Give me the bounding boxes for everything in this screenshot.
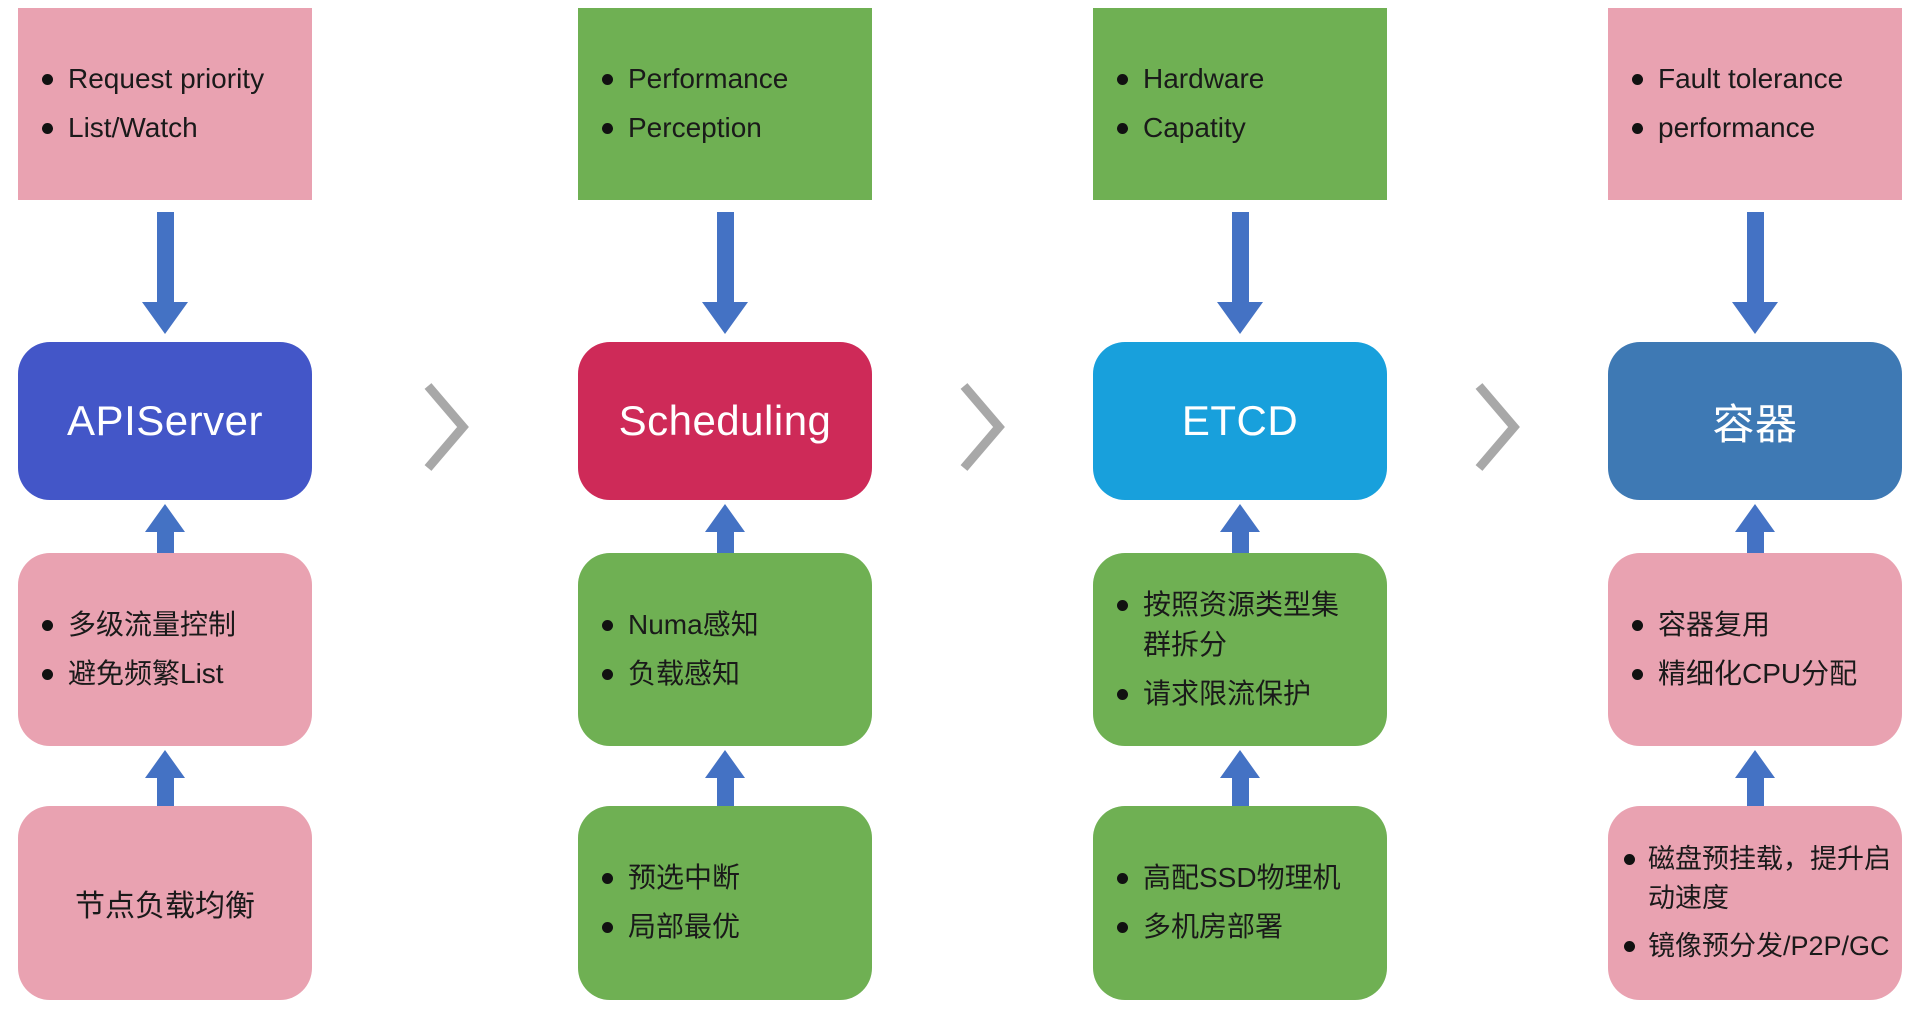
bullet-list: 多级流量控制 避免频繁List	[18, 597, 312, 702]
stage-column-etcd: Hardware Capatity ETCD 按照资源类型集群拆分 请求限流保护	[1093, 0, 1387, 1026]
container-middle-box: 容器复用 精细化CPU分配	[1608, 553, 1902, 746]
bullet-list: 按照资源类型集群拆分 请求限流保护	[1093, 577, 1387, 723]
arrow-head	[1220, 750, 1260, 778]
chevron-right-icon	[1475, 383, 1520, 471]
arrow-stem	[1231, 778, 1249, 806]
arrow-stem	[716, 532, 734, 553]
arrow-head	[1732, 302, 1778, 334]
bullet-item: 磁盘预挂载，提升启动速度	[1618, 840, 1896, 918]
apiserver-middle-box: 多级流量控制 避免频繁List	[18, 553, 312, 746]
bullet-list: Fault tolerance performance	[1608, 51, 1902, 156]
arrow-head	[705, 750, 745, 778]
up-arrow-icon	[1735, 504, 1775, 553]
bullet-item: 预选中断	[594, 858, 848, 899]
etcd-stage-box: ETCD	[1093, 342, 1387, 500]
down-arrow-icon	[1217, 212, 1263, 334]
down-arrow-icon	[1732, 212, 1778, 334]
stage-label: Scheduling	[618, 397, 832, 444]
container-top-box: Fault tolerance performance	[1608, 8, 1902, 200]
bullet-item: 容器复用	[1624, 605, 1878, 646]
bullet-item: 局部最优	[594, 907, 848, 948]
up-arrow-icon	[1220, 750, 1260, 806]
arrow-head	[142, 302, 188, 334]
bullet-item: 精细化CPU分配	[1624, 654, 1878, 695]
arrow-stem	[1746, 532, 1764, 553]
stage-column-container: Fault tolerance performance 容器 容器复用 精细化C…	[1608, 0, 1902, 1026]
bullet-list: Hardware Capatity	[1093, 51, 1387, 156]
bullet-list: 高配SSD物理机 多机房部署	[1093, 850, 1387, 955]
arrow-stem	[156, 532, 174, 553]
stage-label: ETCD	[1181, 397, 1299, 444]
bullet-item: Performance	[594, 59, 848, 100]
bullet-item: 请求限流保护	[1109, 674, 1363, 715]
bullet-item: Fault tolerance	[1624, 59, 1878, 100]
bullet-item: Perception	[594, 108, 848, 149]
arrow-head	[1217, 302, 1263, 334]
bullet-item: 多级流量控制	[34, 605, 288, 646]
bullet-item: Hardware	[1109, 59, 1363, 100]
scheduling-bottom-box: 预选中断 局部最优	[578, 806, 872, 1000]
bullet-item: Numa感知	[594, 605, 848, 646]
arrow-head	[145, 750, 185, 778]
stage-label: APIServer	[67, 397, 263, 444]
bullet-item: 镜像预分发/P2P/GC	[1618, 927, 1896, 966]
bullet-list: Request priority List/Watch	[18, 51, 312, 156]
scheduling-top-box: Performance Perception	[578, 8, 872, 200]
up-arrow-icon	[705, 750, 745, 806]
arrow-head	[705, 504, 745, 532]
arrow-stem	[156, 778, 174, 806]
bullet-item: List/Watch	[34, 108, 288, 149]
up-arrow-icon	[1735, 750, 1775, 806]
arrow-stem	[156, 212, 174, 302]
bullet-item: 多机房部署	[1109, 907, 1363, 948]
arrow-stem	[1746, 778, 1764, 806]
down-arrow-icon	[142, 212, 188, 334]
arrow-head	[1735, 750, 1775, 778]
chevron-right-icon	[960, 383, 1005, 471]
etcd-bottom-box: 高配SSD物理机 多机房部署	[1093, 806, 1387, 1000]
etcd-middle-box: 按照资源类型集群拆分 请求限流保护	[1093, 553, 1387, 746]
box-text: 节点负载均衡	[75, 890, 255, 923]
bullet-item: 高配SSD物理机	[1109, 858, 1363, 899]
bullet-item: 避免频繁List	[34, 654, 288, 695]
arrow-head	[1220, 504, 1260, 532]
down-arrow-icon	[702, 212, 748, 334]
scheduling-middle-box: Numa感知 负载感知	[578, 553, 872, 746]
apiserver-bottom-box: 节点负载均衡	[18, 806, 312, 1000]
container-bottom-box: 磁盘预挂载，提升启动速度 镜像预分发/P2P/GC	[1608, 806, 1902, 1000]
up-arrow-icon	[705, 504, 745, 553]
arrow-head	[145, 504, 185, 532]
stage-column-apiserver: Request priority List/Watch APIServer 多级…	[18, 0, 312, 1026]
bullet-item: 负载感知	[594, 654, 848, 695]
chevron-right-icon	[424, 383, 469, 471]
bullet-list: Performance Perception	[578, 51, 872, 156]
up-arrow-icon	[145, 750, 185, 806]
stage-label: 容器	[1712, 400, 1798, 448]
bullet-item: performance	[1624, 108, 1878, 149]
up-arrow-icon	[145, 504, 185, 553]
bullet-list: 容器复用 精细化CPU分配	[1608, 597, 1902, 702]
bullet-item: Capatity	[1109, 108, 1363, 149]
container-stage-box: 容器	[1608, 342, 1902, 500]
arrow-stem	[1231, 532, 1249, 553]
up-arrow-icon	[1220, 504, 1260, 553]
arrow-stem	[1746, 212, 1764, 302]
arrow-stem	[716, 212, 734, 302]
scheduling-stage-box: Scheduling	[578, 342, 872, 500]
bullet-item: 按照资源类型集群拆分	[1109, 585, 1363, 666]
arrow-stem	[716, 778, 734, 806]
arrow-stem	[1231, 212, 1249, 302]
arrow-head	[702, 302, 748, 334]
apiserver-top-box: Request priority List/Watch	[18, 8, 312, 200]
bullet-list: Numa感知 负载感知	[578, 597, 872, 702]
stage-column-scheduling: Performance Perception Scheduling Numa感知…	[578, 0, 872, 1026]
apiserver-stage-box: APIServer	[18, 342, 312, 500]
bullet-list: 磁盘预挂载，提升启动速度 镜像预分发/P2P/GC	[1608, 832, 1902, 973]
etcd-top-box: Hardware Capatity	[1093, 8, 1387, 200]
arrow-head	[1735, 504, 1775, 532]
bullet-list: 预选中断 局部最优	[578, 850, 872, 955]
bullet-item: Request priority	[34, 59, 288, 100]
